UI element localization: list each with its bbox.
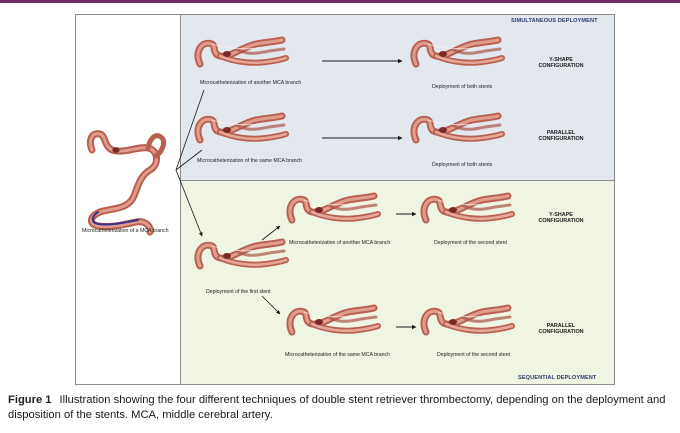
label-sim-row1-right: Deployment of both stents [432,84,493,90]
config-sim-y-line1: Y-SHAPE [549,57,573,63]
config-sim-parallel: PARALLEL CONFIGURATION [530,130,592,143]
sim-row2-right-artery [414,116,502,140]
sim-row2-left-artery [198,116,286,140]
label-seq-row1-right: Deployment of the second stent [434,240,507,246]
config-seq-y-line2: CONFIGURATION [538,218,584,225]
config-seq-parallel: PARALLEL CONFIGURATION [530,323,592,336]
label-sim-row1-left: Microcatheterization of another MCA bran… [200,80,302,86]
seq-row2-mid-artery [290,308,378,332]
label-seq-first: Deployment of the first stent [206,289,271,295]
config-seq-par-line1: PARALLEL [546,323,576,329]
seq-branch-down-arrow [261,295,281,315]
sim-row1-right-artery [414,40,502,64]
branch-line-sequential [175,169,203,237]
seq-row2-right-artery [424,308,512,332]
sequential-deployment-panel [180,181,615,385]
config-sim-par-line2: CONFIGURATION [538,136,584,143]
figure-number: Figure 1 [8,394,52,406]
seq-row1-mid-artery [290,196,378,220]
config-sim-par-line1: PARALLEL [546,130,576,136]
seq-row1-right-artery [424,196,512,220]
header-accent-rule [0,0,680,3]
sequential-panel-title: SEQUENTIAL DEPLOYMENT [518,375,597,381]
config-seq-y-line1: Y-SHAPE [549,212,573,218]
sim-row1-left-artery [198,40,286,64]
config-seq-y-shape: Y-SHAPE CONFIGURATION [530,212,592,225]
label-start: Microcatheterization of a MCA branch [82,228,169,234]
config-sim-y-line2: CONFIGURATION [538,63,584,70]
branch-line-simultaneous-top [175,89,205,171]
branch-line-simultaneous-bottom [175,149,203,171]
label-sim-row2-right: Deployment of both stents [432,162,493,168]
label-seq-row1-mid: Microcatheterization of another MCA bran… [289,240,391,246]
start-artery-illustration [86,130,167,236]
label-seq-row2-mid: Microcatheterization of the same MCA bra… [285,352,390,358]
label-sim-row2-left: Microcatheterization of the same MCA bra… [197,158,302,164]
label-seq-row2-right: Deployment of the second stent [437,352,510,358]
caption-text: Illustration showing the four different … [8,394,666,421]
seq-first-stent-artery [198,242,286,266]
config-sim-y-shape: Y-SHAPE CONFIGURATION [530,57,592,70]
seq-branch-up-arrow [261,225,281,241]
config-seq-par-line2: CONFIGURATION [538,329,584,336]
simultaneous-panel-title: SIMULTANEOUS DEPLOYMENT [511,18,598,24]
